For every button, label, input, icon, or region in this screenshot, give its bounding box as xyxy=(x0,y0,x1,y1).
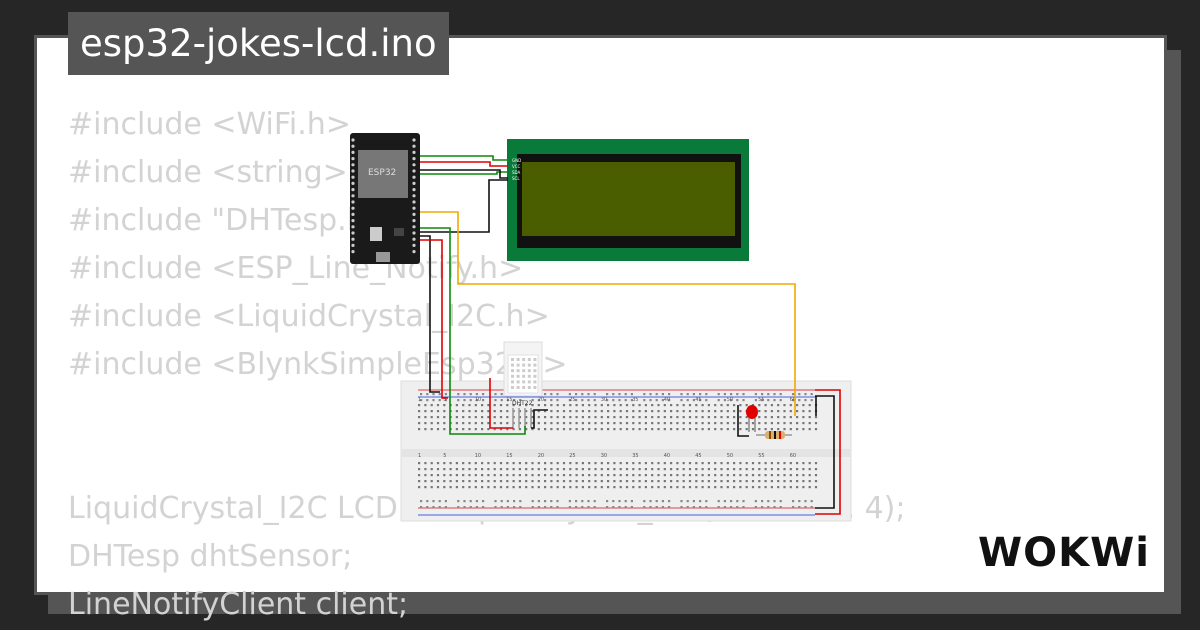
wire-gnd-down xyxy=(420,179,508,233)
code-preview: #include <WiFi.h> #include <string> #inclu… xyxy=(68,101,905,629)
breadboard-number: 20 xyxy=(538,397,544,403)
breadboard-numbers: 1155101015152020252530303535404045455050… xyxy=(418,397,796,459)
led xyxy=(746,405,758,432)
esp32-pins xyxy=(351,138,416,254)
dht22-label: DHT22 xyxy=(512,400,533,407)
breadboard-number: 5 xyxy=(443,397,446,403)
dht22-vents xyxy=(511,358,537,389)
wire-lcd-gnd xyxy=(420,155,508,161)
breadboard-number: 60 xyxy=(790,453,796,459)
breadboard-number: 35 xyxy=(632,397,638,403)
wokwi-logo: WOKWi xyxy=(978,530,1150,576)
lcd-pin-scl: SCL xyxy=(512,176,520,181)
wire-black-left xyxy=(420,235,440,393)
esp32-board: ESP32 xyxy=(350,133,420,264)
breadboard-number: 20 xyxy=(538,453,544,459)
lcd-module: GND VCC SDA SCL xyxy=(507,139,749,261)
breadboard-number: 60 xyxy=(790,397,796,403)
breadboard-number: 30 xyxy=(601,397,607,403)
breadboard-number: 10 xyxy=(475,397,481,403)
wire-yellow xyxy=(420,211,796,416)
breadboard-number: 5 xyxy=(443,453,446,459)
wire-lcd-vcc xyxy=(420,161,508,167)
wire-red-rail xyxy=(815,389,841,515)
dht22-sensor: DHT22 xyxy=(503,341,543,428)
code-line: #include <string> xyxy=(68,155,348,190)
breadboard-number: 15 xyxy=(506,453,512,459)
breadboard-number: 40 xyxy=(664,397,670,403)
resistor xyxy=(756,431,792,439)
wire-green-dht xyxy=(420,227,526,435)
breadboard: 1155101015152020252530303535404045455050… xyxy=(400,380,852,522)
breadboard-number: 40 xyxy=(664,453,670,459)
breadboard-number: 45 xyxy=(695,453,701,459)
lcd-pin-gnd: GND xyxy=(512,158,521,163)
wire-black-led xyxy=(737,405,749,437)
wires xyxy=(420,155,841,515)
breadboard-holes xyxy=(418,393,818,509)
breadboard-number: 55 xyxy=(758,397,764,403)
wire-lcd-scl xyxy=(420,169,508,179)
esp32-label: ESP32 xyxy=(368,168,396,178)
wire-black-dht xyxy=(531,409,548,429)
breadboard-number: 15 xyxy=(506,397,512,403)
breadboard-number: 50 xyxy=(727,453,733,459)
breadboard-number: 1 xyxy=(418,397,421,403)
code-line: #include <WiFi.h> xyxy=(68,107,351,142)
breadboard-number: 35 xyxy=(632,453,638,459)
breadboard-number: 10 xyxy=(475,453,481,459)
wire-red-dht xyxy=(489,378,513,429)
code-line: DHTesp dhtSensor; xyxy=(68,539,353,574)
breadboard-number: 1 xyxy=(418,453,421,459)
wire-red-left xyxy=(420,239,448,399)
breadboard-number: 25 xyxy=(569,397,575,403)
lcd-pin-sda: SDA xyxy=(512,170,521,175)
breadboard-number: 45 xyxy=(695,397,701,403)
code-line: LineNotifyClient client; xyxy=(68,587,409,622)
breadboard-number: 50 xyxy=(727,397,733,403)
lcd-pin-vcc: VCC xyxy=(512,164,521,169)
wire-lcd-sda xyxy=(420,171,508,175)
breadboard-number: 30 xyxy=(601,453,607,459)
sketch-title: esp32-jokes-lcd.ino xyxy=(68,12,449,75)
code-line: #include <LiquidCrystal_I2C.h> xyxy=(68,299,550,334)
breadboard-number: 55 xyxy=(758,453,764,459)
wire-black-rail xyxy=(815,395,835,509)
breadboard-number: 25 xyxy=(569,453,575,459)
